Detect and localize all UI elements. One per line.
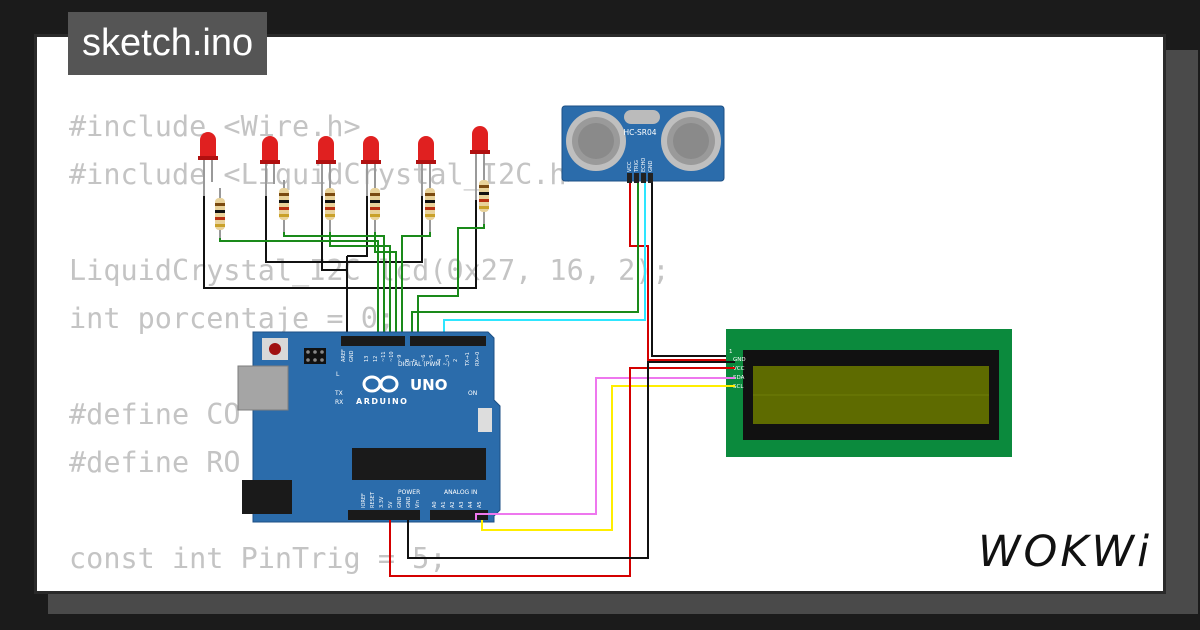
- arduino-infinity-logo: [362, 375, 399, 393]
- pin-label: RX←0: [475, 352, 481, 366]
- resistor: [325, 180, 335, 232]
- tx-label: TX: [334, 390, 343, 397]
- led: [316, 136, 336, 196]
- wokwi-logo: WOKWi: [978, 527, 1153, 577]
- code-line: #include <Wire.h>: [69, 110, 361, 143]
- pin-label: ~11: [381, 351, 387, 362]
- led: [361, 136, 381, 196]
- lcd-pin-label: GND: [733, 357, 746, 363]
- analog-label: ANALOG IN: [444, 489, 477, 496]
- digital-label: DIGITAL (PWM ~): [398, 361, 450, 368]
- analog-header: [430, 510, 488, 520]
- pin-label: A2: [450, 501, 456, 508]
- pin-label: RESET: [370, 491, 376, 508]
- pin-label: ~10: [389, 351, 395, 362]
- power-header: [348, 510, 420, 520]
- pin-label: A3: [459, 501, 465, 508]
- pin-label: A5: [477, 501, 483, 508]
- pin-label: ~3: [445, 355, 451, 362]
- arduino-uno-board: AREF GND 13 12 ~11 ~10 ~9 8 7 ~6 ~5 4 ~3…: [237, 331, 501, 523]
- microcontroller-chip: [352, 448, 486, 480]
- reset-button: [269, 343, 281, 355]
- lcd-pin-label: SDA: [733, 375, 745, 381]
- ultrasonic-sensor: HC-SR04 VCC TRIG ECHO GND: [561, 105, 725, 183]
- pin-label: GND: [406, 496, 412, 508]
- sensor-label: HC-SR04: [623, 128, 656, 137]
- digital-header-high: [341, 336, 405, 346]
- lcd-1602-i2c: 1 GND VCC SDA SCL: [726, 329, 1012, 457]
- pin-label: 2: [453, 359, 459, 362]
- led-group: [198, 126, 490, 200]
- code-line: const int PinEcho = 4;: [69, 583, 670, 591]
- pin-label: 4: [437, 359, 443, 362]
- sketch-filename-label: sketch.ino: [68, 12, 268, 75]
- pin-label: A1: [441, 501, 447, 508]
- usb-port: [237, 365, 289, 411]
- pin-label: A4: [468, 501, 474, 508]
- pin-label: IOREF: [361, 493, 367, 508]
- pin-label: AREF: [341, 349, 347, 362]
- resistor: [425, 180, 435, 232]
- rx-label: RX: [335, 399, 343, 406]
- pin-label: 3.3V: [379, 496, 385, 508]
- pin-label: TX→1: [465, 352, 471, 367]
- sensor-pin-label: TRIG: [634, 160, 640, 173]
- lcd-pin1-label: 1: [729, 349, 733, 355]
- pin-label: Vin: [415, 500, 421, 508]
- pin-label: 12: [373, 356, 379, 362]
- sensor-pin-label: GND: [648, 160, 654, 172]
- resistor-group: [215, 174, 489, 238]
- resistor: [479, 174, 489, 224]
- on-label: ON: [468, 390, 477, 397]
- led: [470, 126, 490, 200]
- pin-label: 5V: [388, 501, 394, 508]
- resistor: [279, 180, 289, 232]
- resistor: [370, 180, 380, 232]
- pin-label: ~6: [421, 355, 427, 362]
- resistor: [215, 188, 225, 238]
- pin-label: A0: [432, 501, 438, 508]
- pin-label: 7: [413, 359, 419, 362]
- pin-label: GND: [349, 350, 355, 362]
- code-line: #define CO: [69, 398, 241, 431]
- pin-label: GND: [397, 496, 403, 508]
- lcd-wires: [389, 361, 735, 577]
- pin-label: 13: [364, 356, 370, 362]
- led: [198, 132, 218, 196]
- led-wires: [203, 196, 485, 342]
- lcd-pin-label: SCL: [733, 384, 744, 390]
- sensor-pin-label: ECHO: [641, 158, 647, 172]
- code-line: #define RO: [69, 446, 241, 479]
- led: [260, 136, 280, 196]
- power-jack: [242, 480, 292, 514]
- code-line: const int PinTrig = 5;: [69, 542, 447, 575]
- code-line: LiquidCrystal_I2C lcd(0x27, 16, 2);: [69, 254, 670, 287]
- board-name: ARDUINO: [356, 397, 408, 406]
- code-preview: #include <Wire.h> #include <LiquidCrystal…: [69, 103, 670, 591]
- digital-header-low: [410, 336, 486, 346]
- pin-label: ~9: [397, 355, 403, 362]
- code-line: #include <LiquidCrystal_I2C.h>: [69, 158, 584, 191]
- board-model: UNO: [410, 376, 448, 394]
- led: [416, 136, 436, 196]
- sensor-wires: [411, 183, 735, 361]
- sensor-pin-label: VCC: [627, 161, 633, 172]
- l-led-label: L: [336, 371, 340, 378]
- lcd-pin-label: VCC: [733, 366, 745, 372]
- pin-label: ~5: [429, 355, 435, 362]
- power-label: POWER: [398, 489, 420, 496]
- pin-label: 8: [405, 359, 411, 362]
